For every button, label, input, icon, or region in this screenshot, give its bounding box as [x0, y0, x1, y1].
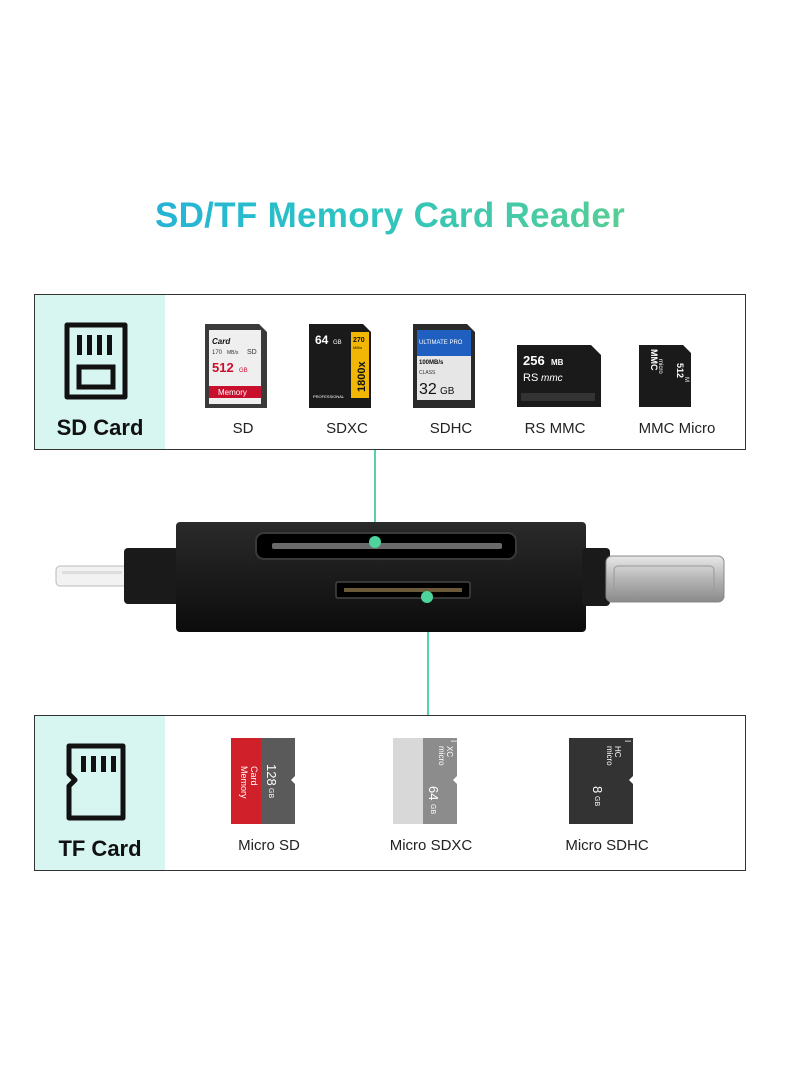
sd-card-image: Card 170 MB/s SD 512 GB Memory: [205, 324, 267, 408]
card-label-micro-sd: Micro SD: [238, 837, 300, 854]
micro-sdxc-card-image: 64 GB micro XC I: [393, 738, 458, 824]
usb-c-plug: [582, 548, 725, 606]
svg-text:Memory: Memory: [239, 766, 249, 799]
rs-mmc-card-image: 256 MB RS mmc: [517, 345, 601, 407]
page-title: SD/TF Memory Card Reader: [0, 196, 780, 236]
svg-text:MMC: MMC: [649, 349, 659, 371]
sd-card-panel: SD Card Card 170 MB/s SD 512 GB Memory S…: [34, 294, 746, 450]
tf-card-side: TF Card: [35, 716, 165, 870]
svg-text:64: 64: [315, 333, 329, 347]
tf-connector-line: [427, 598, 429, 716]
tf-card-label: TF Card: [58, 836, 142, 861]
svg-text:Card: Card: [212, 337, 231, 346]
svg-text:M: M: [683, 377, 689, 382]
svg-text:100MB/s: 100MB/s: [419, 360, 444, 366]
svg-text:MB/s: MB/s: [353, 345, 362, 350]
svg-text:PROFESSIONAL: PROFESSIONAL: [313, 394, 345, 399]
tf-card-panel: TF Card Memory Card 128 GB Micro SD 64 G…: [34, 715, 746, 871]
svg-text:micro: micro: [657, 359, 663, 374]
svg-text:512: 512: [675, 363, 685, 378]
tf-card-icon: [66, 743, 126, 821]
card-label-micro-sdhc: Micro SDHC: [565, 837, 649, 854]
sd-card-side: SD Card: [35, 295, 165, 449]
svg-text:GB: GB: [593, 796, 600, 806]
sd-connector-line: [374, 450, 376, 542]
svg-text:GB: GB: [239, 368, 248, 374]
svg-text:270: 270: [353, 337, 365, 344]
svg-text:8: 8: [590, 786, 605, 793]
svg-text:MB/s: MB/s: [227, 350, 239, 356]
card-label-micro-sdxc: Micro SDXC: [389, 837, 473, 854]
svg-text:MB: MB: [551, 358, 564, 367]
svg-text:512: 512: [212, 360, 234, 375]
svg-text:Card: Card: [249, 766, 259, 786]
svg-text:64: 64: [426, 786, 441, 800]
card-label-sdxc: SDXC: [326, 420, 368, 437]
sd-card-icon: [64, 322, 128, 400]
sdxc-card-image: 64 GB 270 MB/s 1800x PROFESSIONAL: [309, 324, 371, 408]
svg-text:HC: HC: [613, 746, 622, 758]
svg-text:32: 32: [419, 381, 437, 398]
svg-text:CLASS: CLASS: [419, 370, 436, 376]
svg-text:XC: XC: [445, 746, 454, 757]
svg-text:128: 128: [264, 764, 279, 786]
svg-text:GB: GB: [429, 804, 436, 814]
micro-sdhc-card-image: 8 GB micro HC I: [569, 738, 633, 824]
svg-text:Memory: Memory: [218, 388, 247, 397]
mmc-micro-card-image: MMC micro 512 M: [639, 345, 691, 407]
svg-text:1800x: 1800x: [356, 361, 368, 392]
svg-text:GB: GB: [333, 340, 342, 346]
svg-text:ULTIMATE PRO: ULTIMATE PRO: [419, 340, 463, 346]
lightning-plug: [55, 548, 180, 604]
svg-text:I: I: [449, 740, 458, 742]
svg-text:mmc: mmc: [541, 373, 563, 384]
card-label-sd: SD: [232, 420, 254, 437]
sd-slot-dot: [369, 536, 381, 548]
svg-text:SD: SD: [247, 349, 257, 356]
sdhc-card-image: ULTIMATE PRO 100MB/s CLASS 32 GB: [413, 324, 475, 408]
micro-sd-card-image: Memory Card 128 GB: [231, 738, 295, 824]
svg-text:GB: GB: [440, 386, 455, 397]
card-label-sdhc: SDHC: [429, 420, 473, 437]
svg-text:micro: micro: [605, 746, 614, 766]
card-label-mmc-micro: MMC Micro: [638, 420, 716, 437]
svg-text:micro: micro: [437, 746, 446, 766]
svg-text:GB: GB: [267, 788, 274, 798]
sd-card-label: SD Card: [56, 415, 144, 440]
tf-slot-dot: [421, 591, 433, 603]
card-label-rs-mmc: RS MMC: [524, 420, 586, 437]
svg-text:170: 170: [212, 350, 223, 356]
svg-text:I: I: [623, 740, 632, 742]
svg-text:256: 256: [523, 353, 545, 368]
svg-text:RS: RS: [523, 372, 538, 384]
